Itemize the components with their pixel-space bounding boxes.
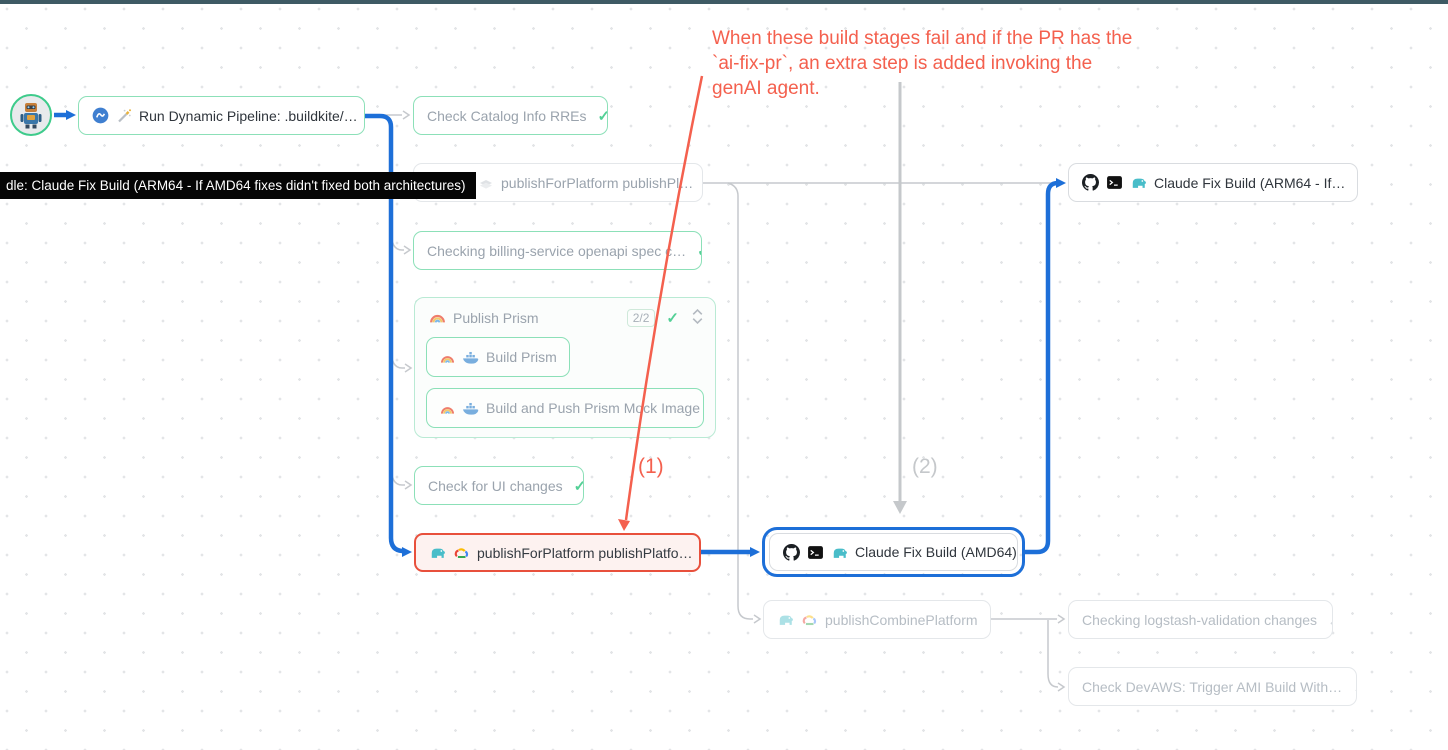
terminal-icon	[1106, 175, 1123, 190]
google-cloud-icon	[801, 613, 818, 627]
terminal-icon	[807, 545, 824, 560]
step-label: publishForPlatform publishPlatfo…	[477, 544, 693, 561]
step-claude-fix-build-amd64[interactable]: Claude Fix Build (AMD64)	[769, 533, 1018, 571]
step-publish-for-platform-failed[interactable]: publishForPlatform publishPlatfo… ✕	[414, 533, 701, 572]
elephant-icon	[831, 544, 848, 561]
step-publish-combine-platform[interactable]: publishCombinePlatform	[763, 600, 991, 639]
elephant-icon	[429, 544, 446, 561]
step-label: Check DevAWS: Trigger AMI Build With…	[1082, 678, 1343, 695]
pencil-slash-icon	[990, 614, 991, 626]
step-label: Checking billing-service openapi spec c…	[427, 242, 687, 259]
github-icon	[783, 543, 800, 561]
annotation-note: When these build stages fail and if the …	[712, 28, 1133, 99]
step-build-push-prism-mock[interactable]: Build and Push Prism Mock Image ✓	[426, 388, 704, 428]
step-build-prism[interactable]: Build Prism ✓	[426, 337, 570, 377]
step-billing-openapi-check[interactable]: Checking billing-service openapi spec c……	[413, 231, 702, 270]
passed-check-icon: ✓	[598, 107, 607, 125]
passed-check-icon: ✓	[574, 477, 583, 495]
pipeline-badge-icon	[92, 107, 109, 124]
step-label: Claude Fix Build (AMD64)	[855, 544, 1017, 560]
group-label: Publish Prism	[453, 310, 539, 326]
elephant-icon	[777, 611, 794, 628]
step-check-catalog-info[interactable]: Check Catalog Info RREs ✓	[413, 96, 608, 135]
selection-highlight-amd64	[762, 527, 1025, 577]
step-claude-fix-build-arm64[interactable]: Claude Fix Build (ARM64 - If…	[1068, 163, 1358, 202]
build-author-avatar[interactable]	[10, 94, 52, 136]
pencil-slash-icon	[1329, 614, 1332, 626]
docker-whale-icon	[462, 350, 479, 365]
step-devaws-ami-build[interactable]: Check DevAWS: Trigger AMI Build With…	[1068, 667, 1357, 706]
window-top-border	[0, 0, 1448, 4]
step-run-dynamic-pipeline[interactable]: Run Dynamic Pipeline: .buildkite/… ✓	[78, 96, 365, 135]
step-check-ui-changes[interactable]: Check for UI changes ✓	[414, 466, 584, 505]
robot-avatar-image	[20, 103, 42, 129]
annotation-label-2: (2)	[912, 455, 938, 478]
step-logstash-validation[interactable]: Checking logstash-validation changes	[1068, 600, 1333, 639]
group-progress-badge: 2/2	[626, 309, 656, 327]
github-icon	[1082, 174, 1099, 191]
rainbow-icon	[440, 402, 455, 415]
step-label: publishCombinePlatform	[825, 611, 978, 628]
rainbow-icon	[440, 351, 455, 364]
pencil-slash-icon	[1354, 681, 1356, 693]
annotation-label-1: (1)	[638, 455, 664, 478]
layers-icon	[478, 175, 494, 191]
step-label: Check Catalog Info RREs	[427, 107, 587, 124]
step-label: publishForPlatform publishPl…	[501, 174, 694, 191]
step-label: Run Dynamic Pipeline: .buildkite/…	[139, 107, 358, 124]
passed-check-icon: ✓	[697, 242, 701, 260]
step-label: Check for UI changes	[428, 477, 563, 494]
google-cloud-icon	[453, 546, 470, 560]
passed-check-icon: ✓	[666, 310, 679, 327]
elephant-icon	[1130, 174, 1147, 191]
pencil-slash-icon	[1357, 177, 1358, 189]
passed-check-icon: ✓	[568, 348, 569, 366]
docker-whale-icon	[462, 401, 479, 416]
step-label: Build and Push Prism Mock Image	[486, 400, 700, 416]
tooltip: dle: Claude Fix Build (ARM64 - If AMD64 …	[0, 172, 476, 199]
magic-wand-icon	[116, 108, 132, 124]
step-label: Build Prism	[486, 349, 557, 365]
step-label: Checking logstash-validation changes	[1082, 611, 1318, 628]
rainbow-icon	[429, 309, 446, 327]
step-label: Claude Fix Build (ARM64 - If…	[1154, 174, 1346, 191]
unfold-icon[interactable]	[692, 308, 703, 327]
